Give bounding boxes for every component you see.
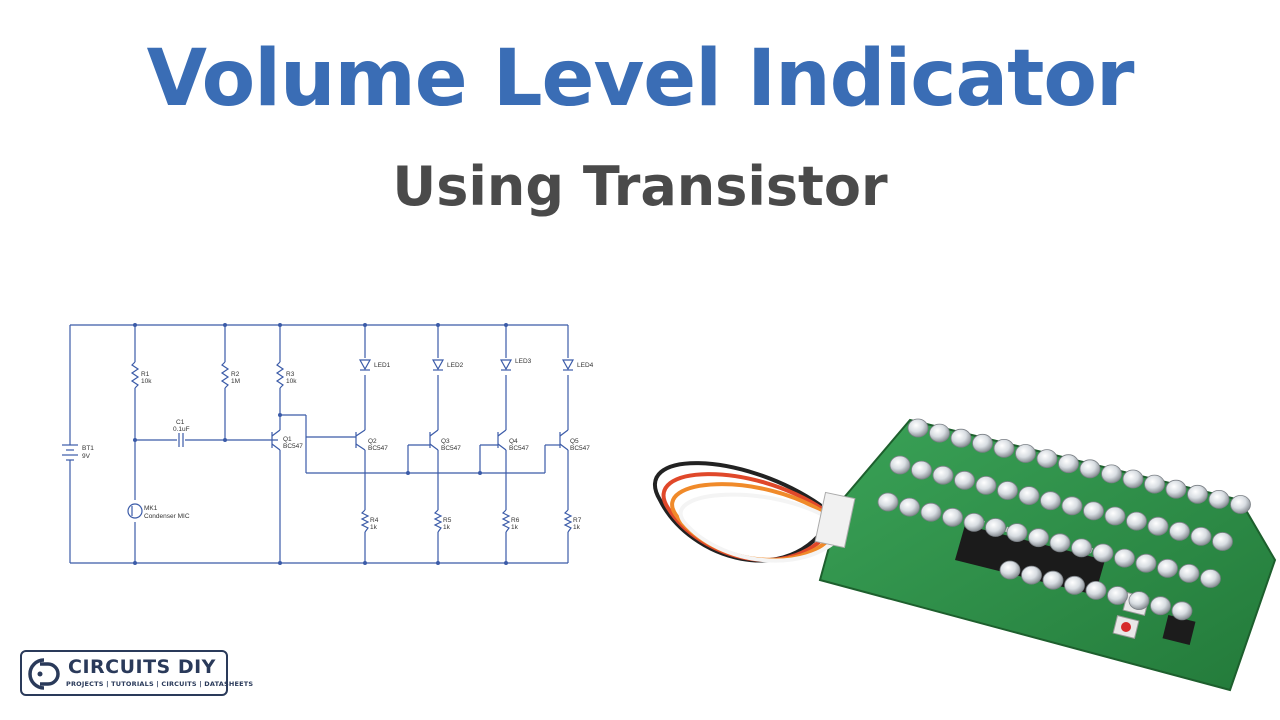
pcb-led-dome — [920, 502, 942, 522]
page-title: Volume Level Indicator — [146, 34, 1135, 124]
page-subtitle: Using Transistor — [392, 155, 888, 218]
label-r3-ref: R3 — [286, 371, 295, 378]
label-mk1-value: Condenser MIC — [144, 513, 190, 520]
label-q5-value: BC547 — [570, 445, 590, 452]
pcb-led-dome — [929, 423, 950, 443]
pcb-led-dome — [1079, 459, 1101, 479]
pcb-led-dome — [1144, 474, 1165, 494]
pcb-led-dome — [1028, 528, 1049, 548]
label-r1-ref: R1 — [141, 371, 150, 378]
pcb-led-dome — [1021, 565, 1042, 585]
pcb-led-dome — [975, 476, 997, 495]
label-r6-ref: R6 — [511, 517, 520, 524]
pcb-led-dome — [1165, 479, 1187, 499]
pcb-led-dome — [1015, 444, 1036, 463]
logo-brand-text: CIRCUITS DIY — [68, 656, 216, 678]
pcb-led-dome — [1018, 486, 1040, 505]
logo-mark-icon — [28, 658, 60, 690]
label-q3-ref: Q3 — [441, 438, 450, 445]
label-q4-ref: Q4 — [509, 438, 518, 445]
label-q1-ref: Q1 — [283, 436, 292, 443]
pcb-led-dome — [954, 470, 975, 490]
pcb-led-dome — [1058, 454, 1079, 474]
pcb-led-dome — [1169, 521, 1190, 541]
pcb-led-dome — [1126, 511, 1147, 531]
pcb-led-dome — [1122, 469, 1144, 489]
pcb-led-dome — [907, 418, 929, 438]
pcb-led-dome — [1040, 491, 1061, 511]
label-r2-ref: R2 — [231, 371, 240, 378]
pcb-led-dome — [1171, 601, 1193, 621]
pcb-led-dome — [963, 512, 985, 532]
pcb-led-dome — [950, 428, 972, 448]
pcb-led-dome — [1104, 506, 1126, 526]
label-q2-ref: Q2 — [368, 438, 377, 445]
pcb-led-dome — [972, 433, 993, 453]
label-r5-value: 1k — [443, 524, 451, 531]
label-mk1-ref: MK1 — [144, 505, 158, 512]
circuit-schematic: BT1 9V MK1 Condenser MIC C1 0.1uF R1 10k… — [62, 323, 594, 565]
pcb-led-dome — [1071, 538, 1092, 558]
pcb-led-dome — [1135, 553, 1157, 573]
pcb-led-dome — [942, 507, 963, 527]
label-r1-value: 10k — [141, 378, 152, 385]
pcb-led-dome — [1200, 569, 1221, 588]
label-r7-ref: R7 — [573, 517, 582, 524]
label-r5-ref: R5 — [443, 517, 452, 524]
pcb-led-dome — [1150, 596, 1171, 616]
pcb-led-dome — [1147, 516, 1169, 536]
pcb-led-dome — [1006, 523, 1028, 543]
pcb-led-dome — [1190, 526, 1212, 546]
pcb-led-dome — [1049, 533, 1071, 553]
pcb-led-dome — [997, 481, 1018, 500]
pcb-led-dome — [899, 497, 920, 517]
pcb-board-illustration — [652, 418, 1277, 692]
label-bt1-ref: BT1 — [82, 445, 94, 452]
label-q3-value: BC547 — [441, 445, 461, 452]
pcb-led-dome — [889, 455, 911, 475]
pcb-led-dome — [911, 460, 932, 480]
label-led1: LED1 — [374, 362, 391, 369]
label-r4-value: 1k — [370, 524, 378, 531]
label-r7-value: 1k — [573, 524, 581, 531]
pcb-led-dome — [1187, 484, 1208, 504]
pcb-led-dome — [1128, 591, 1150, 611]
label-r6-value: 1k — [511, 524, 519, 531]
label-led3: LED3 — [515, 358, 532, 365]
label-c1-value: 0.1uF — [173, 426, 190, 433]
circuits-diy-logo: CIRCUITS DIY PROJECTS | TUTORIALS | CIRC… — [20, 650, 253, 696]
label-q5-ref: Q5 — [570, 438, 579, 445]
pcb-led-dome — [1107, 586, 1128, 605]
pcb-led-dome — [1212, 532, 1233, 551]
pcb-led-dome — [1157, 558, 1178, 578]
label-led4: LED4 — [577, 362, 594, 369]
pcb-led-dome — [993, 439, 1015, 458]
pcb-led-dome — [1061, 496, 1083, 516]
logo-tagline: PROJECTS | TUTORIALS | CIRCUITS | DATASH… — [66, 680, 254, 688]
pcb-led-dome — [1101, 464, 1122, 484]
pcb-led-dome — [1178, 563, 1200, 583]
label-r4-ref: R4 — [370, 517, 379, 524]
pcb-led-dome — [999, 560, 1021, 580]
pcb-led-dome — [1085, 580, 1107, 600]
pcb-led-dome — [1208, 490, 1230, 509]
pcb-led-dome — [1114, 548, 1135, 568]
label-r3-value: 10k — [286, 378, 297, 385]
label-q4-value: BC547 — [509, 445, 529, 452]
pcb-led-dome — [1036, 449, 1058, 468]
pcb-led-dome — [985, 518, 1006, 537]
pcb-led-dome — [932, 465, 954, 485]
label-q1-value: BC547 — [283, 443, 303, 450]
label-q2-value: BC547 — [368, 445, 388, 452]
pcb-led-dome — [877, 492, 899, 512]
pcb-led-dome — [1230, 495, 1251, 514]
pcb-led-dome — [1092, 543, 1114, 563]
label-bt1-value: 9V — [82, 453, 91, 460]
label-c1-ref: C1 — [176, 419, 185, 426]
pcb-led-dome — [1064, 575, 1085, 595]
label-led2: LED2 — [447, 362, 464, 369]
pcb-led-dome — [1083, 501, 1104, 521]
label-r2-value: 1M — [231, 378, 240, 385]
pcb-led-dome — [1042, 570, 1064, 590]
